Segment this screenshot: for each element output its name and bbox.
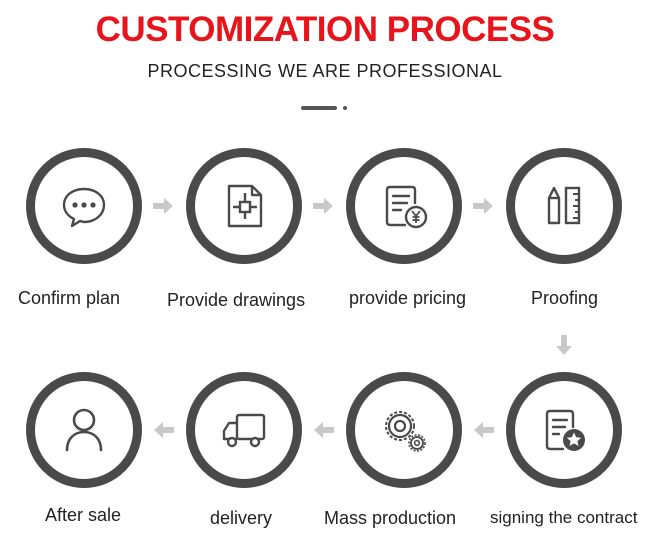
- step-label-confirm-plan: Confirm plan: [18, 288, 121, 308]
- step-after-sale: [26, 372, 142, 488]
- step-ring: [26, 148, 142, 264]
- step-ring: [346, 148, 462, 264]
- divider-bar: [301, 106, 337, 110]
- arrow-left-icon: [472, 418, 496, 442]
- arrow-left-icon: [312, 418, 336, 442]
- page-title: CUSTOMIZATION PROCESS: [95, 10, 555, 49]
- chat-bubble-icon: [62, 187, 106, 228]
- step-provide-drawings: [186, 148, 302, 264]
- step-label-provide-pricing: provide pricing: [349, 288, 467, 308]
- truck-icon: [222, 413, 266, 448]
- contract-star-icon: [545, 409, 585, 451]
- step-delivery: [186, 372, 302, 488]
- step-label-delivery: delivery: [210, 508, 273, 528]
- arrow-right-icon: [151, 194, 175, 218]
- arrow-right-icon: [311, 194, 335, 218]
- step-label-after-sale: After sale: [45, 505, 122, 525]
- user-icon: [65, 408, 103, 452]
- step-ring: [186, 148, 302, 264]
- arrow-right-icon: [471, 194, 495, 218]
- pencil-ruler-icon: [547, 186, 581, 225]
- step-signing-the-contract: [506, 372, 622, 488]
- step-provide-pricing: [346, 148, 462, 264]
- step-ring: [26, 372, 142, 488]
- step-label-proofing: Proofing: [531, 288, 599, 308]
- step-mass-production: [346, 372, 462, 488]
- step-proofing: [506, 148, 622, 264]
- step-label-mass-production: Mass production: [324, 508, 457, 528]
- drawing-document-icon: [227, 184, 263, 228]
- step-confirm-plan: [26, 148, 142, 264]
- divider-dot: [343, 106, 347, 110]
- step-ring: [186, 372, 302, 488]
- step-label-signing-the-contract: signing the contract: [490, 508, 638, 527]
- step-ring: [346, 372, 462, 488]
- price-document-icon: [385, 185, 428, 229]
- step-ring: [506, 148, 622, 264]
- step-ring: [506, 372, 622, 488]
- arrow-down-icon: [552, 333, 576, 357]
- step-label-provide-drawings: Provide drawings: [167, 290, 306, 310]
- page-subtitle: PROCESSING WE ARE PROFESSIONAL: [147, 61, 503, 81]
- gears-icon: [385, 411, 426, 452]
- title-divider: [301, 106, 351, 112]
- arrow-left-icon: [152, 418, 176, 442]
